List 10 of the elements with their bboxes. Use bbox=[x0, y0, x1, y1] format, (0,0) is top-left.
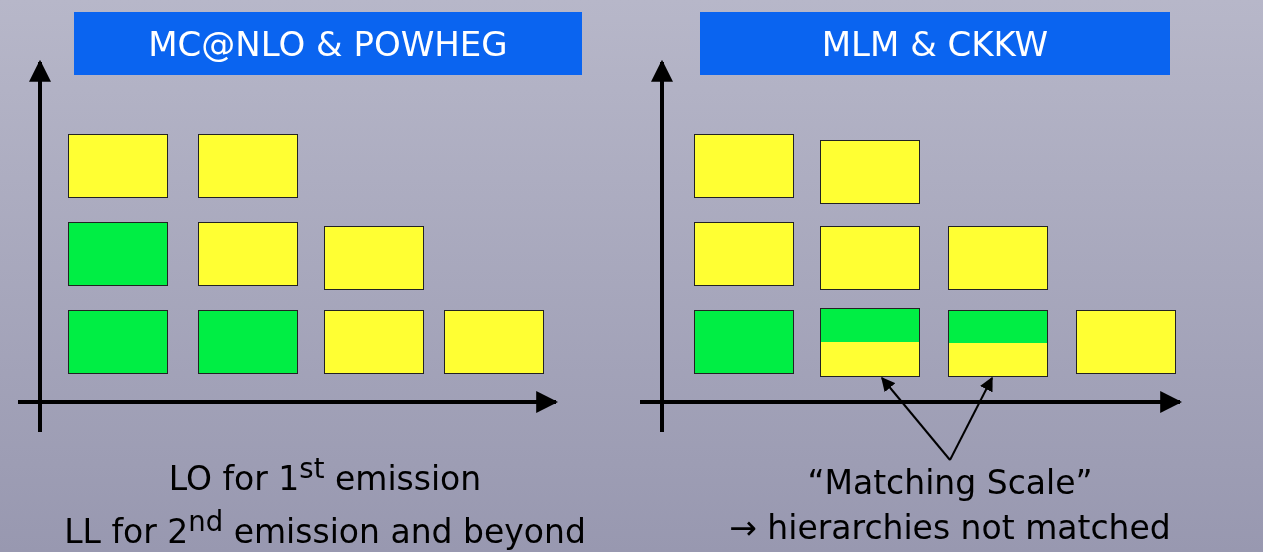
caption-text: LO for 1$^{st}$ emission bbox=[167, 452, 483, 498]
split-block bbox=[820, 308, 920, 377]
caption-text: LL for 2$^{nd}$ emission and beyond bbox=[63, 505, 587, 551]
split-block bbox=[948, 310, 1048, 377]
title-banner: MC@NLO & POWHEG bbox=[74, 12, 582, 75]
leader-arrow bbox=[881, 376, 951, 461]
leader-arrow bbox=[949, 376, 993, 461]
callout-text: “Matching Scale” bbox=[770, 458, 1130, 508]
caption-text: → hierarchies not matched bbox=[728, 508, 1172, 547]
title-banner: MLM & CKKW bbox=[700, 12, 1170, 75]
